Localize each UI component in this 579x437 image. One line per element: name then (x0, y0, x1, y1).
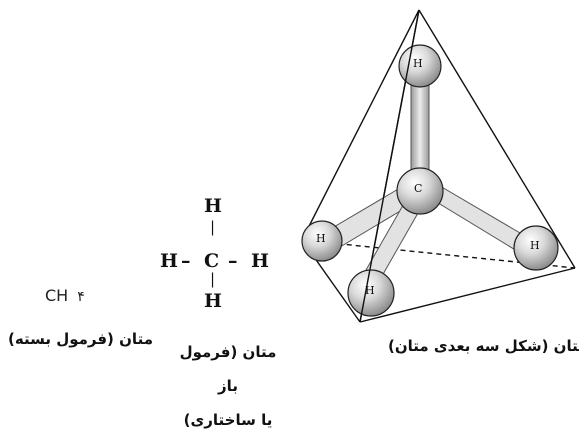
atom-label-h-top: H (413, 57, 423, 70)
struct-h-left: H (160, 250, 178, 272)
pyramid-edge (301, 9, 420, 241)
methane-3d-model (301, 9, 576, 323)
closed-formula-subscript: ۴ (77, 289, 85, 305)
pyramid-edge-front (359, 9, 420, 323)
pyramid-edge (359, 267, 576, 323)
closed-formula-main: CH (45, 286, 69, 305)
caption-3d: متان (شکل سه بعدی متان) (388, 337, 579, 355)
struct-bond-right: – (228, 250, 238, 272)
caption-closed-formula: متان (فرمول بسته) (8, 330, 153, 348)
struct-bond-left: – (181, 250, 191, 272)
atom-h-right (513, 225, 559, 271)
caption-open-formula: متان (فرمول باز یا ساختاری) (168, 335, 288, 437)
atom-c-center (396, 167, 444, 215)
atom-label-c: C (414, 182, 423, 195)
struct-bond-bottom: | (210, 270, 216, 288)
caption-open-line2: یا ساختاری) (183, 411, 273, 429)
caption-open-line1: متان (فرمول باز (179, 343, 277, 395)
atom-label-h-left: H (316, 232, 326, 245)
atom-label-h-right: H (530, 239, 540, 252)
bond-top (410, 79, 430, 176)
closed-formula: CH ۴ (45, 286, 85, 305)
struct-c: C (204, 250, 220, 272)
atom-h-front (347, 269, 395, 317)
atom-h-left (301, 220, 343, 262)
atom-h-top (398, 44, 442, 88)
pyramid-edge (418, 9, 576, 269)
struct-h-bottom: H (204, 290, 222, 312)
struct-bond-top: | (210, 218, 216, 236)
struct-h-right: H (251, 250, 269, 272)
atom-label-h-front: H (365, 284, 375, 297)
struct-h-top: H (204, 195, 222, 217)
